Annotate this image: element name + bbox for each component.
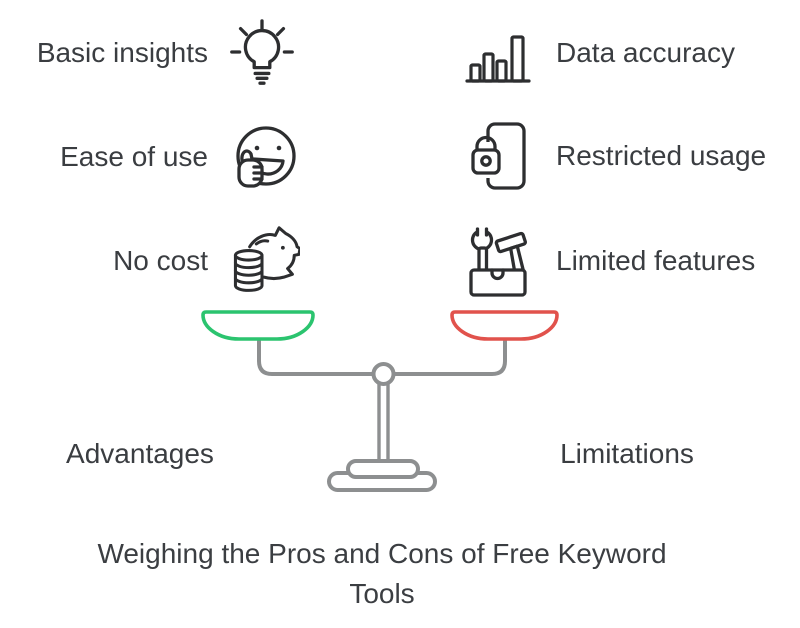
pro-item-basic-insights: Basic insights xyxy=(0,13,300,93)
con-label: Data accuracy xyxy=(556,37,735,68)
page-title: Weighing the Pros and Cons of Free Keywo… xyxy=(97,538,667,609)
limitations-label: Limitations xyxy=(560,438,694,469)
locked-document-icon xyxy=(460,118,536,194)
con-label: Restricted usage xyxy=(556,140,767,171)
limitations-pan xyxy=(450,310,559,341)
advantages-label: Advantages xyxy=(66,438,214,469)
scale-base-upper xyxy=(346,459,420,479)
balance-scale xyxy=(201,310,559,492)
scale-pillar xyxy=(377,380,390,468)
lightbulb-icon xyxy=(224,15,300,91)
toolbox-icon xyxy=(460,223,536,299)
pro-label: No cost xyxy=(113,245,208,276)
right-arm xyxy=(392,339,507,376)
piggy-bank-coins-icon xyxy=(224,223,300,299)
scale-pivot xyxy=(371,362,396,386)
pro-label: Basic insights xyxy=(36,37,208,68)
smiley-thumbs-up-icon xyxy=(224,119,300,195)
pro-label: Ease of use xyxy=(60,141,208,172)
con-item-limited-features: Limited features xyxy=(460,221,800,301)
left-arm xyxy=(257,339,375,376)
con-item-restricted-usage: Restricted usage xyxy=(460,116,800,196)
con-label: Limited features xyxy=(556,245,756,276)
pro-item-no-cost: No cost xyxy=(0,221,300,301)
bar-chart-icon xyxy=(460,15,536,91)
advantages-pan xyxy=(201,310,315,341)
con-item-data-accuracy: Data accuracy xyxy=(460,13,800,93)
pro-item-ease-of-use: Ease of use xyxy=(0,117,300,197)
